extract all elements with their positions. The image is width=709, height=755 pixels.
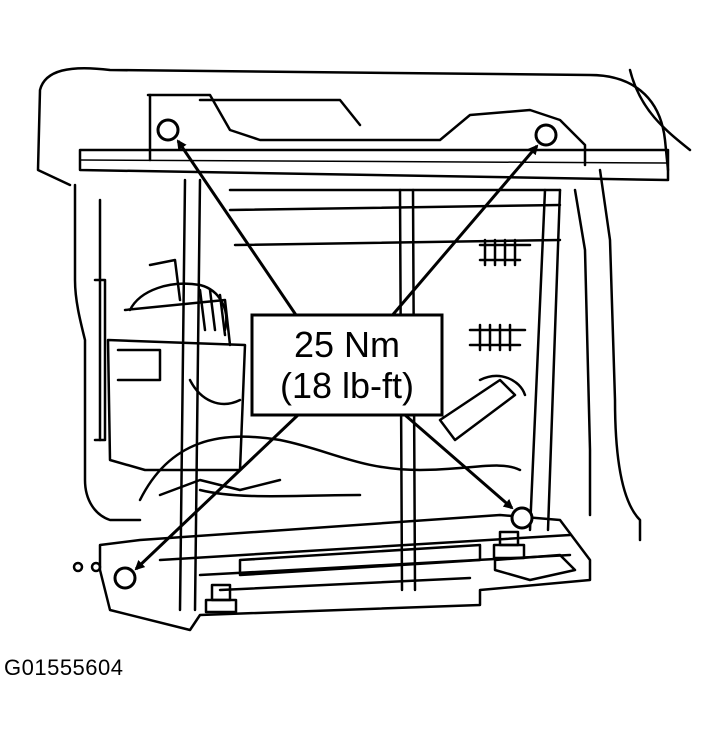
- left-side-frame: [73, 183, 142, 522]
- lower-right-bracket: [493, 553, 577, 582]
- wiring-harness: [128, 282, 242, 406]
- lower-stud-left: [204, 583, 238, 614]
- upper-left-bolt: [156, 118, 180, 142]
- arrow-lower-left: [134, 413, 300, 571]
- torque-imperial-label: (18 lb-ft): [280, 365, 414, 406]
- lower-stud-right: [492, 530, 526, 560]
- arrow-upper-left: [176, 139, 300, 319]
- left-vertical-rod: [178, 178, 187, 612]
- arrow-lower-right: [404, 413, 514, 510]
- torque-metric-label: 25 Nm: [294, 324, 400, 365]
- figure-id: G01555604: [4, 655, 124, 680]
- seat-cushion-right-edge: [628, 68, 692, 152]
- lower-right-bolt: [510, 506, 534, 530]
- motor-housing: [106, 338, 247, 472]
- bottom-track: [98, 513, 592, 632]
- arrow-upper-right: [388, 144, 539, 319]
- top-rail: [78, 148, 670, 182]
- seat-cushion-outline: [36, 66, 670, 187]
- connector: [438, 378, 517, 442]
- upper-left-bracket: [146, 93, 587, 167]
- upper-right-bolt: [534, 123, 558, 147]
- right-vertical-rod: [528, 188, 547, 532]
- lower-left-bolt: [113, 566, 137, 590]
- right-side-frame: [598, 168, 642, 542]
- torque-callout: 25 Nm (18 lb-ft): [250, 313, 444, 417]
